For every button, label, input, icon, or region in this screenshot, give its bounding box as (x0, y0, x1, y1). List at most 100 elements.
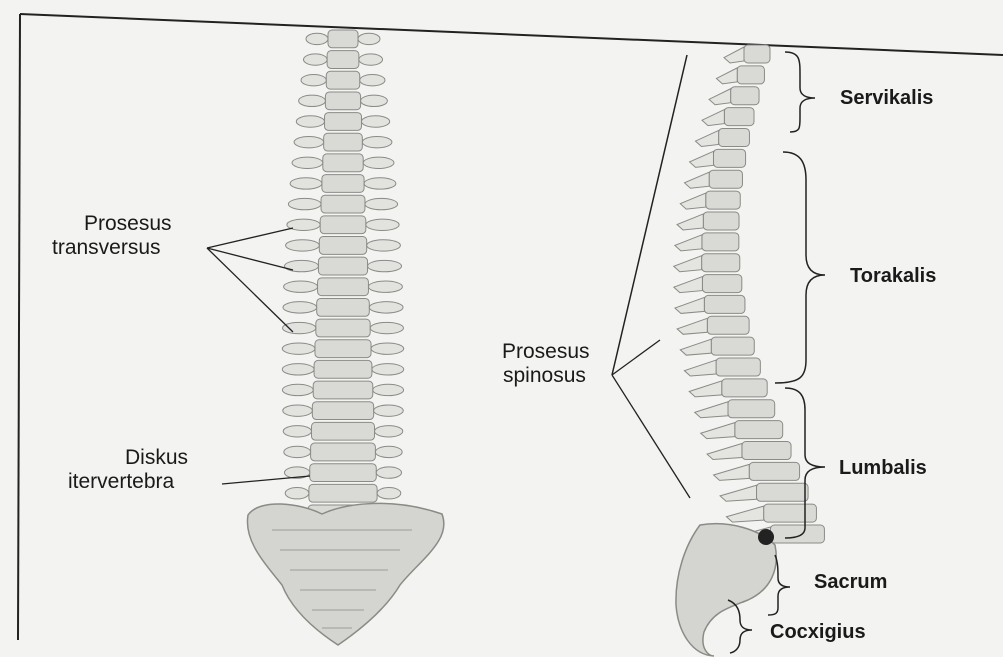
anterior-vertebra (309, 484, 377, 502)
spinous-process (709, 89, 731, 105)
transverse-process (296, 116, 324, 127)
lateral-vertebra (702, 233, 739, 251)
spinous-process (724, 47, 744, 63)
transverse-process (292, 157, 323, 168)
lateral-vertebra (716, 358, 760, 376)
anterior-sacrum (247, 503, 443, 645)
spinous-process (684, 172, 709, 188)
lateral-vertebra (703, 212, 739, 230)
spinous-process (680, 339, 711, 355)
lateral-vertebra (724, 108, 754, 126)
spinous-process (707, 444, 742, 460)
lateral-vertebra (742, 442, 791, 460)
anterior-vertebra (318, 257, 367, 275)
transverse-process (284, 446, 311, 457)
spinous-process (677, 318, 707, 334)
label-prosesus-transversus-line1: Prosesus (83, 212, 172, 236)
lateral-vertebra (702, 275, 741, 293)
label-lumbalis: Lumbalis (839, 456, 927, 480)
lateral-reference-line (612, 55, 687, 375)
spinous-process (690, 151, 714, 167)
anterior-vertebra (322, 175, 364, 193)
transverse-process (365, 198, 398, 209)
lateral-vertebra (770, 525, 824, 543)
anterior-vertebra (312, 402, 373, 420)
label-servikalis: Servikalis (840, 86, 933, 110)
transverse-process (283, 302, 317, 313)
transverse-process (285, 488, 309, 499)
spinous-process (701, 423, 735, 439)
anterior-vertebra (314, 360, 372, 378)
label-prosesus-transversus: Prosesus transversus (83, 212, 172, 260)
anterior-vertebra (315, 340, 371, 358)
transverse-process (366, 219, 399, 230)
transverse-process (359, 54, 383, 65)
sacral-landmark-dot (758, 529, 774, 545)
transverse-process (367, 240, 401, 251)
label-diskus-line1: Diskus (125, 446, 188, 470)
anterior-vertebra (327, 51, 359, 69)
pointer-lines-right (612, 340, 690, 498)
transverse-process (283, 405, 313, 416)
spinous-process (716, 68, 737, 84)
anterior-vertebra (310, 464, 377, 482)
anterior-vertebra (328, 30, 358, 48)
label-prosesus-spinosus-line2: spinosus (503, 364, 590, 388)
anterior-vertebra (318, 278, 369, 296)
anterior-vertebra (323, 154, 363, 172)
page-top-edge (20, 14, 1003, 55)
transverse-process (368, 260, 402, 271)
lateral-vertebra (707, 316, 749, 334)
transverse-process (284, 281, 318, 292)
spinous-process (674, 256, 702, 272)
label-torakalis: Torakalis (850, 264, 936, 288)
spinous-process (720, 485, 756, 501)
spinous-process (714, 464, 750, 480)
bracket-torakalis (775, 152, 825, 383)
anterior-vertebra (311, 422, 374, 440)
spinous-process (675, 297, 704, 313)
label-prosesus-transversus-line2: transversus (52, 236, 172, 260)
lateral-vertebra (713, 149, 745, 167)
transverse-process (370, 322, 403, 333)
transverse-process (290, 178, 322, 189)
spinous-process (684, 360, 716, 376)
spinous-process (677, 214, 703, 230)
bracket-servikalis (785, 52, 815, 132)
anterior-vertebra (326, 71, 359, 89)
anterior-spine-view (247, 30, 443, 645)
lateral-vertebra (704, 295, 745, 313)
lateral-vertebra (711, 337, 754, 355)
transverse-process (282, 364, 314, 375)
anterior-vertebra (320, 216, 366, 234)
bracket-cocxigius (728, 600, 752, 653)
lateral-vertebra (702, 254, 740, 272)
anterior-vertebra (313, 381, 373, 399)
lateral-vertebra (719, 128, 750, 146)
transverse-process (362, 136, 392, 147)
anterior-vertebra (321, 195, 365, 213)
anterior-vertebra (319, 237, 366, 255)
transverse-process (361, 116, 389, 127)
transverse-process (373, 384, 404, 395)
transverse-process (364, 178, 396, 189)
transverse-process (283, 426, 311, 437)
label-diskus-intervertebra: Diskus itervertebra (125, 446, 188, 494)
anterior-vertebra (317, 298, 370, 316)
page-left-edge (18, 14, 20, 640)
transverse-process (294, 136, 324, 147)
lateral-spine-view (674, 45, 825, 656)
transverse-process (376, 467, 401, 478)
transverse-process (375, 426, 403, 437)
transverse-process (377, 488, 401, 499)
lateral-vertebra (731, 87, 759, 105)
lateral-vertebra (735, 421, 783, 439)
spinous-process (680, 193, 705, 209)
label-diskus-line2: itervertebra (68, 470, 188, 494)
spinous-process (695, 130, 718, 146)
anterior-vertebra (325, 92, 360, 110)
transverse-process (284, 260, 318, 271)
transverse-process (282, 343, 315, 354)
lateral-vertebra (764, 504, 817, 522)
lateral-vertebra (749, 462, 799, 480)
